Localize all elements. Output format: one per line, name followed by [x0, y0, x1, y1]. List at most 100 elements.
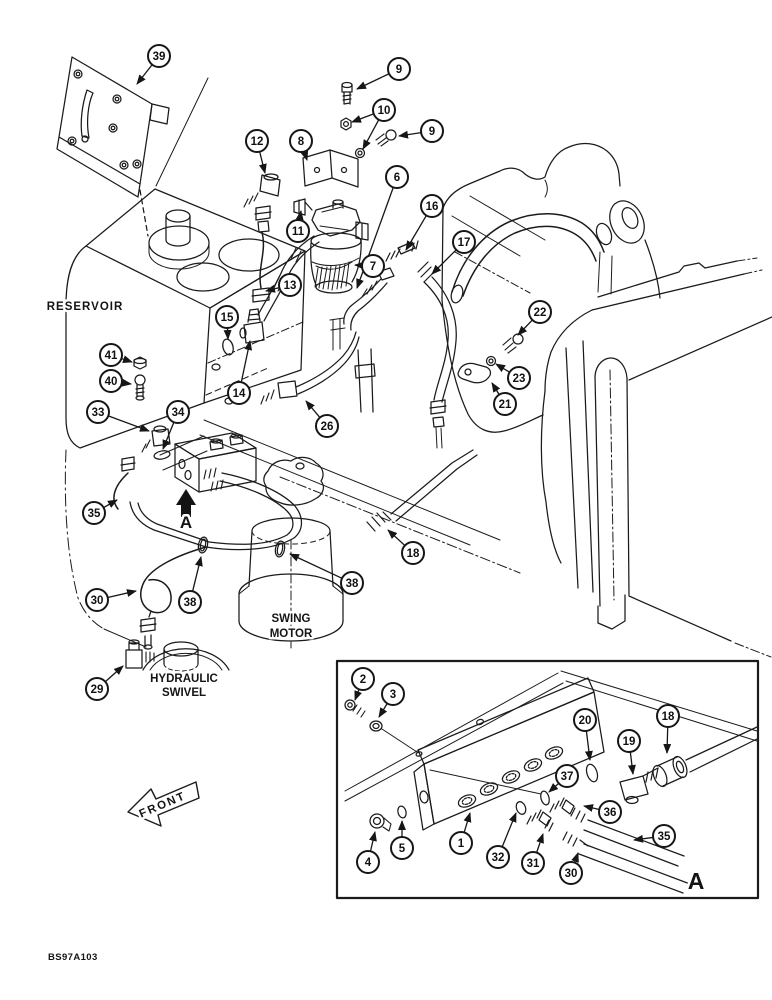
leader-arrow-41	[121, 355, 133, 363]
hardware-21-22-23	[457, 333, 524, 384]
callout-29: 29	[85, 665, 124, 701]
callout-balloon-2	[351, 667, 375, 691]
o-ring-20	[585, 763, 599, 783]
callout-number-23: 23	[513, 373, 526, 385]
callout-balloon-16	[420, 194, 444, 218]
callout-balloon-35	[82, 501, 106, 525]
hose-26-pipe	[260, 267, 395, 413]
callout-number-30: 30	[91, 595, 104, 607]
lifting-eye	[609, 200, 645, 244]
callout-21: 21	[491, 382, 517, 416]
callout-balloon-23	[507, 366, 531, 390]
callout-balloon-31	[521, 851, 545, 875]
callout-number-41: 41	[105, 350, 118, 362]
callout-balloon-13	[278, 273, 302, 297]
callout-35: 35	[82, 499, 118, 525]
leader-arrow-31	[535, 833, 544, 853]
leader-arrow-33	[108, 415, 150, 432]
callout-balloon-9	[387, 57, 411, 81]
callout-balloon-37	[555, 764, 579, 788]
return-hose-13-elbow-12	[243, 173, 281, 303]
callout-balloon-33	[86, 400, 110, 424]
callout-2: 2	[351, 667, 375, 701]
callout-balloon-6	[385, 165, 409, 189]
washer-10	[354, 147, 366, 159]
callout-number-37: 37	[561, 771, 574, 783]
callout-balloon-38	[340, 571, 364, 595]
callout-number-9: 9	[429, 126, 435, 138]
callout-balloon-1	[449, 831, 473, 855]
leader-arrow-38	[289, 553, 343, 579]
callout-balloon-12	[245, 129, 269, 153]
label-reservoir: RESERVOIR	[47, 301, 124, 313]
leader-arrow-4	[369, 831, 377, 852]
callout-9: 9	[398, 119, 444, 143]
callout-number-3: 3	[390, 689, 396, 701]
callout-7: 7	[354, 254, 385, 278]
callout-balloon-35	[652, 824, 676, 848]
callout-20: 20	[573, 708, 597, 761]
leader-arrow-38	[191, 556, 203, 592]
callout-19: 19	[617, 729, 641, 775]
callout-38: 38	[289, 553, 364, 595]
leader-arrow-40	[121, 378, 132, 387]
callout-30: 30	[559, 852, 583, 885]
fitting-36	[549, 797, 586, 823]
leader-arrow-9	[398, 130, 422, 139]
lower-hoses	[113, 456, 303, 650]
leader-arrow-22	[517, 319, 533, 336]
leader-arrow-18	[663, 726, 672, 754]
callout-41: 41	[99, 343, 133, 367]
leader-arrow-37	[548, 782, 560, 793]
callout-number-38: 38	[184, 597, 197, 609]
o-ring-15	[222, 338, 234, 356]
fitting-11	[293, 198, 313, 216]
o-ring-5	[397, 805, 407, 819]
callout-number-18: 18	[407, 548, 420, 560]
hose-clamp-38-left	[197, 536, 209, 554]
callout-16: 16	[405, 194, 444, 251]
callout-number-2: 2	[360, 674, 366, 686]
label-view-arrow-letter: A	[180, 513, 192, 532]
leader-arrow-12	[258, 151, 267, 174]
hose-18-line	[366, 449, 478, 532]
callout-balloon-17	[452, 230, 476, 254]
callout-balloon-29	[85, 677, 109, 701]
callout-balloon-19	[617, 729, 641, 753]
callout-17: 17	[431, 230, 476, 275]
callout-number-12: 12	[251, 136, 264, 148]
callout-balloon-10	[372, 98, 396, 122]
callout-31: 31	[521, 833, 545, 875]
leader-arrow-30	[571, 852, 579, 863]
leader-arrow-35	[103, 499, 118, 509]
callout-number-1: 1	[458, 838, 465, 850]
callout-number-35: 35	[88, 508, 101, 520]
o-ring-37	[540, 790, 550, 806]
callout-balloon-11	[286, 219, 310, 243]
callout-balloon-18	[656, 704, 680, 728]
callout-number-6: 6	[394, 172, 400, 184]
callout-32: 32	[486, 812, 517, 869]
leader-arrow-23	[495, 363, 510, 373]
callout-balloon-18	[401, 541, 425, 565]
callout-number-8: 8	[298, 136, 305, 148]
figure-code: BS97A103	[48, 952, 98, 963]
callout-balloon-40	[99, 369, 123, 393]
callout-number-13: 13	[284, 280, 297, 292]
hose-30-inset	[578, 843, 691, 894]
hose-17	[417, 261, 457, 449]
callout-30: 30	[85, 588, 137, 612]
hardware-40-41	[133, 356, 147, 401]
callout-number-10: 10	[378, 105, 391, 117]
leader-arrow-13	[265, 284, 280, 293]
callout-number-33: 33	[92, 407, 105, 419]
callout-4: 4	[356, 831, 380, 874]
callout-number-29: 29	[91, 684, 104, 696]
suction-hose-14	[222, 235, 320, 356]
callout-balloon-4	[356, 850, 380, 874]
callout-number-22: 22	[534, 307, 547, 319]
leader-arrow-29	[104, 665, 124, 683]
nut-18-inset	[652, 755, 688, 788]
